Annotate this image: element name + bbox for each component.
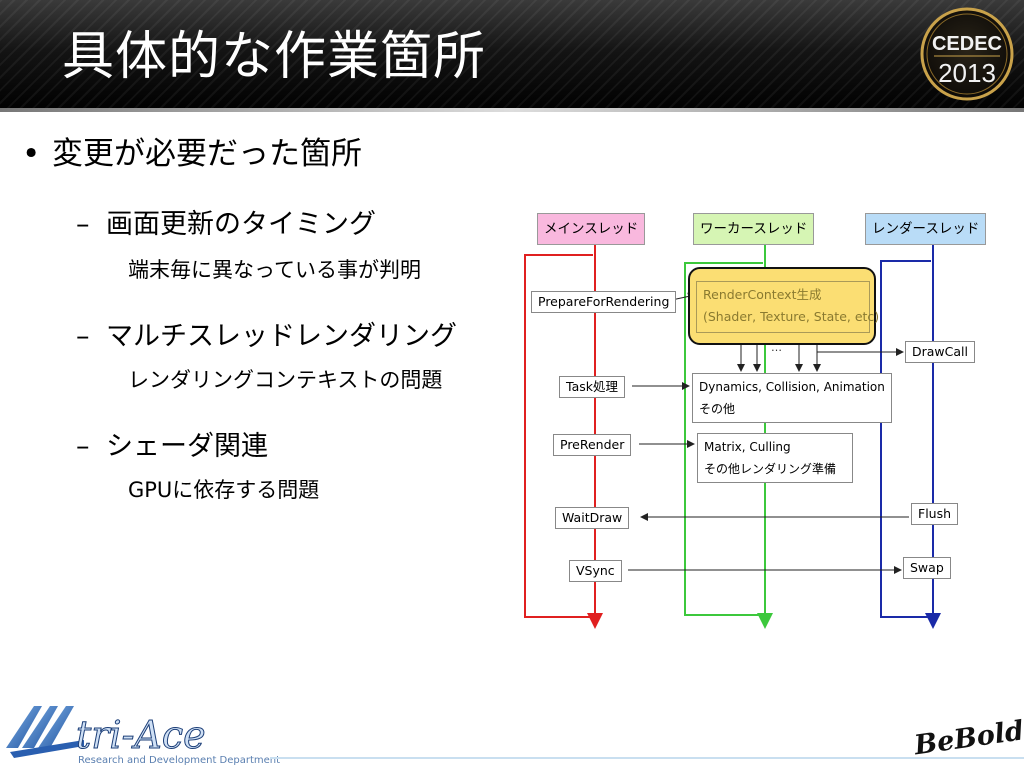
footer-divider: [270, 757, 1024, 759]
render-thread-loop: [880, 260, 933, 618]
dash-icon: –: [76, 209, 90, 240]
sub-item-timing: –画面更新のタイミング: [76, 202, 376, 241]
sub-item-detail: GPUに依存する問題: [128, 478, 320, 502]
slide-title: 具体的な作業箇所: [62, 27, 487, 87]
waitdraw-box: WaitDraw: [555, 507, 630, 529]
sub-item-detail: 端末毎に異なっている事が判明: [128, 258, 421, 282]
drawcall-box: DrawCall: [905, 341, 975, 363]
render-thread-header: レンダースレッド: [865, 213, 987, 245]
dash-icon: –: [76, 431, 90, 462]
task-box: Task処理: [559, 376, 625, 398]
swap-box: Swap: [903, 557, 951, 579]
thread-diagram: メインスレッド ワーカースレッド レンダースレッド RenderContext生…: [515, 205, 1024, 635]
prepare-for-rendering-box: PrepareForRendering: [531, 291, 677, 313]
dynamics-line1: Dynamics, Collision, Animation: [699, 380, 885, 394]
main-thread-loop: [524, 254, 595, 618]
be-bold-logo: BeBold!: [912, 713, 1024, 762]
cedec-logo: CEDEC 2013: [920, 7, 1014, 101]
bullet-main-text: 変更が必要だった箇所: [52, 136, 362, 172]
sub-item-detail: レンダリングコンテキストの問題: [128, 368, 443, 392]
cedec-logo-brand: CEDEC: [932, 33, 1002, 55]
sub-item-mt-rendering: –マルチスレッドレンダリング: [76, 314, 457, 353]
matrix-culling-line2: その他レンダリング準備: [704, 462, 837, 476]
ellipsis-text: …: [771, 341, 782, 354]
sub-item-label: シェーダ関連: [106, 431, 268, 462]
vsync-box: VSync: [569, 560, 622, 582]
title-bar-divider: [0, 108, 1024, 112]
prerender-box: PreRender: [553, 434, 632, 456]
worker-thread-header: ワーカースレッド: [693, 213, 815, 245]
title-bar-texture: [0, 0, 1024, 112]
bullet-main: • 変更が必要だった箇所: [22, 128, 362, 173]
sub-item-shader: –シェーダ関連: [76, 424, 268, 463]
worker-thread-loop: [684, 262, 765, 616]
sub-item-label: マルチスレッドレンダリング: [106, 321, 457, 352]
main-thread-header: メインスレッド: [537, 213, 646, 245]
tri-ace-logo-name: tri-Ace: [76, 713, 206, 757]
matrix-culling-line1: Matrix, Culling: [704, 440, 791, 454]
flush-box: Flush: [911, 503, 959, 525]
dash-icon: –: [76, 321, 90, 352]
sub-item-label: 画面更新のタイミング: [106, 209, 376, 240]
dynamics-box: Dynamics, Collision, Animation その他: [692, 373, 892, 423]
render-context-detail: (Shader, Texture, State, etc): [703, 309, 880, 324]
title-bar: [0, 0, 1024, 112]
dynamics-line2: その他: [699, 402, 736, 416]
bullet-dot-icon: •: [22, 136, 41, 172]
cedec-logo-year: 2013: [938, 58, 996, 88]
tri-ace-logo-department: Research and Development Department: [78, 755, 280, 766]
render-context-title: RenderContext生成: [703, 287, 822, 302]
tri-ace-logo: tri-Ace Research and Development Departm…: [6, 706, 280, 766]
matrix-culling-box: Matrix, Culling その他レンダリング準備: [697, 433, 853, 483]
render-context-box: RenderContext生成 (Shader, Texture, State,…: [696, 281, 880, 333]
